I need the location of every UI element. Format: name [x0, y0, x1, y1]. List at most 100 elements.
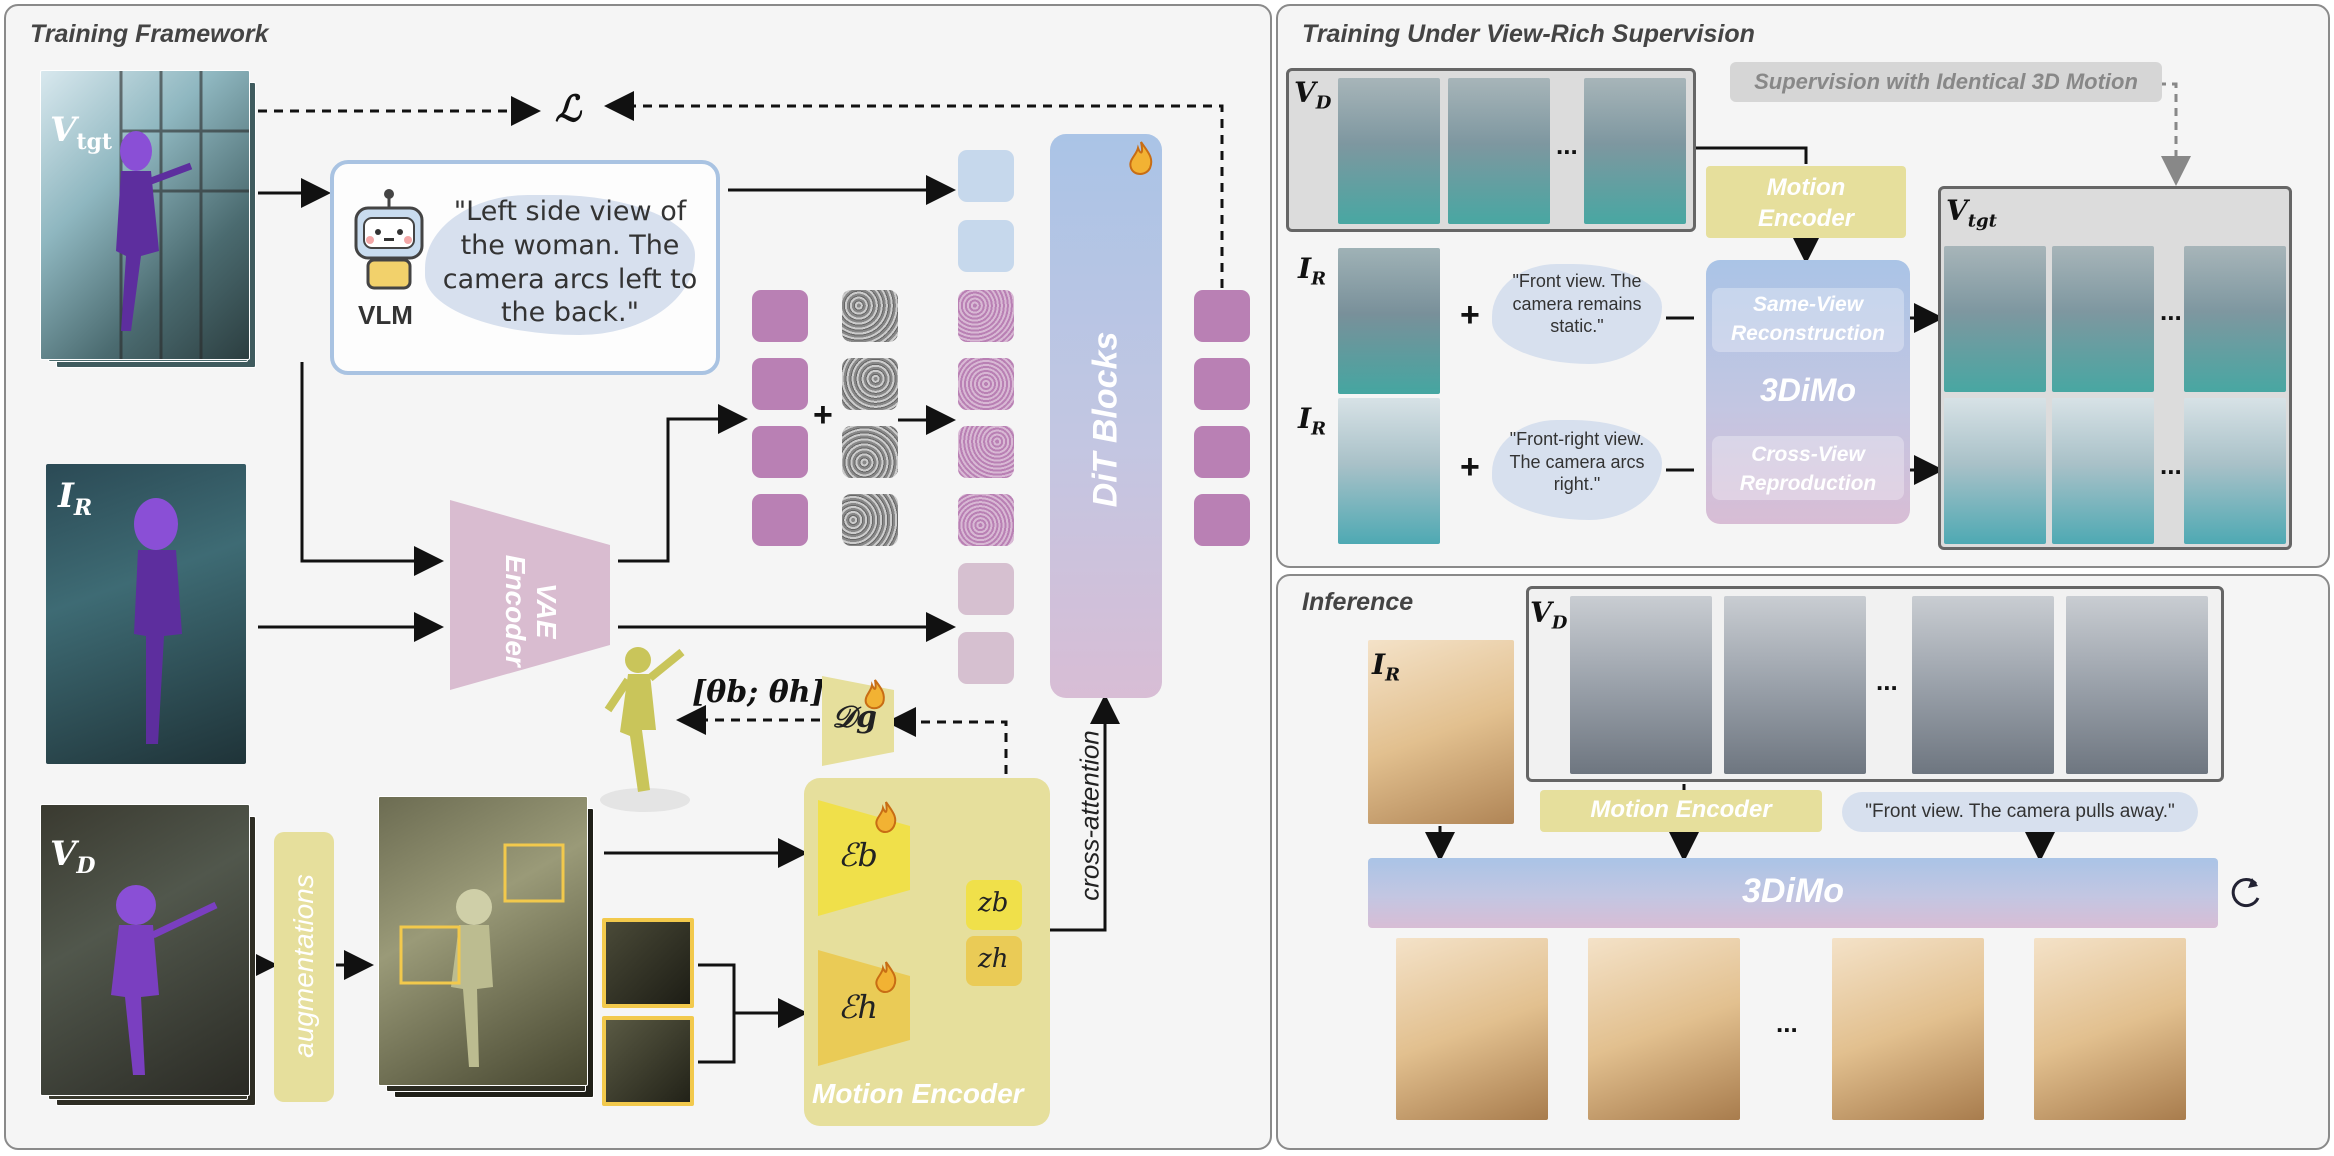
noisy-token: [958, 290, 1014, 342]
vlm-label: VLM: [358, 300, 413, 330]
prompt-brush: [1492, 420, 1662, 520]
inference-motion-encoder: [1540, 790, 1822, 832]
model-block: [1706, 260, 1910, 524]
output-token: [1194, 358, 1250, 410]
smpl-body-mesh: [600, 647, 690, 812]
output-token: [1194, 494, 1250, 546]
view-rich-motion-encoder-label: Motion Encoder: [1757, 174, 1855, 233]
i-r-frame-right: [1338, 398, 1440, 544]
inference-model-bar: [1368, 858, 2218, 928]
v-d-label: VD: [50, 834, 96, 879]
v-d-image: [40, 804, 250, 1096]
body-encoder-label: ℰb: [838, 836, 878, 874]
vlm-brush-stroke: [425, 195, 695, 335]
i-r-frame-front: [1338, 248, 1440, 394]
supervision-badge: Supervision with Identical 3D Motion: [1730, 62, 2162, 102]
hand-crop: [602, 918, 694, 1008]
reference-token: [958, 563, 1014, 615]
loss-symbol: ℒ: [555, 88, 581, 130]
ellipsis: ...: [1876, 666, 1898, 696]
vlm-prompt: "Left side view of the woman. The camera…: [442, 196, 698, 329]
vae-encoder-label: VAE Encoder: [500, 554, 562, 667]
ellipsis: ...: [1556, 130, 1578, 160]
inference-prompt-brush: [1842, 792, 2198, 832]
noisy-token: [958, 494, 1014, 546]
view-rich-i-r-label-2: IR: [1298, 402, 1327, 440]
motion-encoder-label: Motion Encoder: [812, 1078, 1024, 1109]
flame-icon: [875, 961, 897, 993]
prompt-front: "Front view. The camera remains static.": [1512, 271, 1642, 336]
noisy-token: [958, 358, 1014, 410]
ellipsis: ...: [2160, 296, 2182, 326]
view-rich-motion-encoder: [1706, 166, 1906, 238]
v-tgt-frame: [1944, 246, 2046, 392]
prompt-front-right: "Front-right view. The camera arcs right…: [1509, 429, 1645, 494]
v-d-frame: [1338, 78, 1440, 224]
robot-icon: [354, 189, 424, 290]
prompt-brush: [1492, 264, 1662, 364]
v-d-frame: [1584, 78, 1686, 224]
latent-token: [752, 494, 808, 546]
v-tgt-frame: [2052, 398, 2154, 544]
inference-model-name: 3DiMo: [1742, 872, 1844, 910]
z-body-label: zb: [978, 888, 1009, 918]
view-rich-v-d-label: VD: [1294, 76, 1332, 114]
inference-i-r-label: IR: [1372, 648, 1401, 686]
inference-v-d-frame: [2066, 596, 2208, 774]
inference-v-d-frame: [1570, 596, 1712, 774]
inference-output-frame: [2034, 938, 2186, 1120]
output-token: [1194, 426, 1250, 478]
text-token: [958, 220, 1014, 272]
hand-encoder-label: ℰh: [838, 988, 878, 1026]
v-tgt-figure: [116, 71, 249, 359]
augmented-image: [378, 796, 588, 1086]
noise-token: [842, 426, 898, 478]
z-body-token: [966, 880, 1022, 930]
inference-i-r-image: [1368, 640, 1514, 824]
v-tgt-frame: [1944, 398, 2046, 544]
z-hand-label: zh: [978, 944, 1009, 974]
hand-crop: [602, 1016, 694, 1106]
inference-v-d-frame: [1724, 596, 1866, 774]
refresh-icon: [2231, 878, 2260, 908]
inference-arrows: [1425, 784, 2055, 862]
inference-v-d-frame: [1912, 596, 2054, 774]
i-r-image: [46, 464, 246, 764]
v-tgt-frame: [2184, 398, 2286, 544]
augmentations-label: augmentations: [288, 874, 319, 1058]
cross-view-label: Cross-View Reproduction: [1739, 443, 1877, 496]
i-r-label: IR: [58, 476, 93, 521]
dit-blocks: [1050, 134, 1162, 698]
model-name: 3DiMo: [1760, 372, 1856, 408]
view-rich-v-tgt-label: Vtgt: [1946, 194, 1997, 232]
output-token: [1194, 290, 1250, 342]
noise-token: [842, 358, 898, 410]
view-rich-i-r-label-1: IR: [1298, 252, 1327, 290]
latent-token: [752, 290, 808, 342]
view-rich-title: Training Under View-Rich Supervision: [1302, 20, 1755, 48]
inference-title: Inference: [1302, 588, 1414, 616]
plus-sign: +: [1460, 296, 1480, 334]
z-hand-token: [966, 936, 1022, 986]
flame-icon: [864, 679, 885, 710]
plus-sign: +: [1460, 448, 1480, 486]
inference-output-frame: [1832, 938, 1984, 1120]
inference-v-d-label: VD: [1530, 596, 1568, 634]
noisy-token: [958, 426, 1014, 478]
inference-motion-encoder-label: Motion Encoder: [1590, 796, 1772, 823]
text-token: [958, 150, 1014, 202]
vae-encoder: [450, 500, 610, 690]
latent-token: [752, 358, 808, 410]
cross-view-box: [1712, 436, 1904, 500]
v-tgt-frame: [2052, 246, 2154, 392]
training-arrows: [248, 91, 1224, 1064]
flame-icon: [875, 801, 897, 833]
v-tgt-frame: [2184, 246, 2286, 392]
v-tgt-label: Vtgt: [50, 110, 113, 155]
plus-sign: +: [813, 396, 833, 434]
latent-token: [752, 426, 808, 478]
inference-output-frame: [1396, 938, 1548, 1120]
inference-prompt: "Front view. The camera pulls away.": [1865, 801, 2175, 822]
ellipsis: ...: [1776, 1008, 1798, 1038]
reference-token: [958, 632, 1014, 684]
